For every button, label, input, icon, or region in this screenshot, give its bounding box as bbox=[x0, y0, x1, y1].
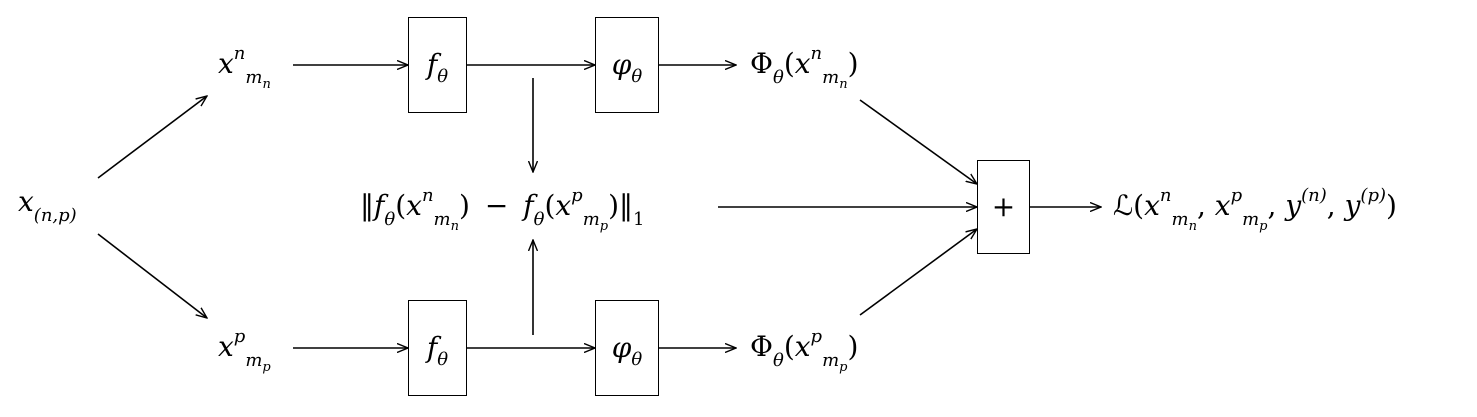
loss-label: ℒ(xnmn, xpmp, y(n), y(p)) bbox=[1113, 185, 1397, 234]
f-theta-label-top: fθ bbox=[426, 48, 449, 87]
phi-theta-box-bottom: φθ bbox=[595, 300, 659, 396]
Phi-neg-label: Φθ(xnmn) bbox=[750, 43, 859, 92]
pair-input-label: x(n,p) bbox=[18, 185, 77, 226]
f-theta-label-bottom: fθ bbox=[426, 331, 449, 370]
sum-box: + bbox=[977, 160, 1030, 254]
phi-theta-label-bottom: φθ bbox=[611, 331, 643, 370]
arrow-input-to-xp bbox=[97, 233, 207, 318]
l1-distance-label: ‖fθ(xnmn) − fθ(xpmp)‖1 bbox=[360, 185, 645, 234]
phi-theta-label-top: φθ bbox=[611, 48, 643, 87]
arrow-Phi-neg-to-plus bbox=[859, 99, 977, 184]
sum-label: + bbox=[991, 190, 1016, 223]
arrow-input-to-xn bbox=[97, 96, 207, 179]
x-neg-label: xnmn bbox=[218, 43, 271, 92]
f-theta-box-bottom: fθ bbox=[408, 300, 467, 396]
x-pos-label: xpmp bbox=[218, 326, 271, 375]
f-theta-box-top: fθ bbox=[408, 17, 467, 113]
Phi-pos-label: Φθ(xpmp) bbox=[750, 326, 859, 375]
arrow-Phi-pos-to-plus bbox=[859, 229, 977, 316]
phi-theta-box-top: φθ bbox=[595, 17, 659, 113]
